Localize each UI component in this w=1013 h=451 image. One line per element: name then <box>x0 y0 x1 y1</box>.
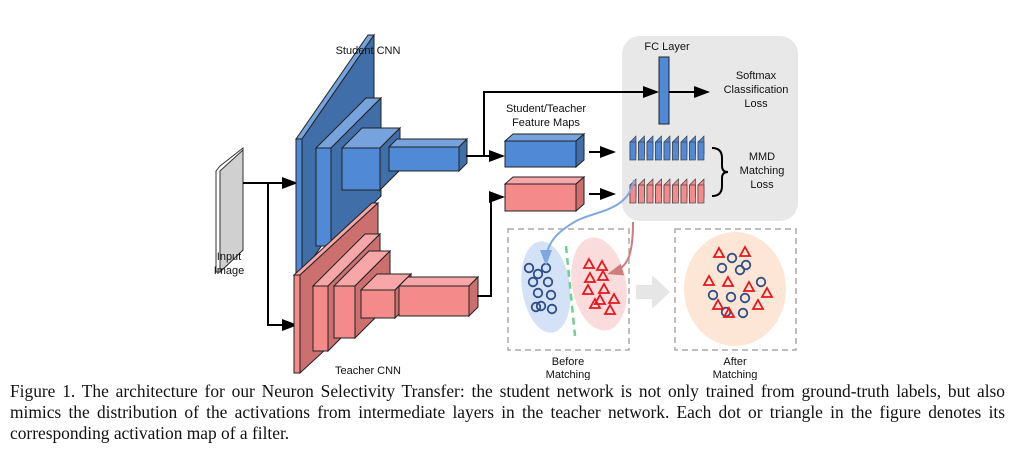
mmd-brace <box>711 147 729 197</box>
triangle-marker <box>760 286 774 298</box>
teacher-activation-map-face <box>697 184 705 204</box>
teacher-activation-map-face <box>672 184 679 204</box>
circle-marker <box>725 291 737 303</box>
circle-marker <box>546 303 558 315</box>
student-to-fc-arrow <box>466 86 659 157</box>
circle-marker <box>527 276 539 288</box>
teacher-cnn <box>292 201 480 375</box>
teacher-cluster <box>571 237 627 331</box>
transition-arrow <box>636 275 670 309</box>
triangle-marker <box>581 283 595 295</box>
student-cnn <box>295 33 469 276</box>
student-feature-map <box>503 132 586 169</box>
student-cnn-label: Student CNN <box>336 45 401 57</box>
before-matching-panel <box>507 228 630 351</box>
circle-marker <box>739 292 751 304</box>
before-markers <box>523 257 621 315</box>
teacher-cnn-label: Teacher CNN <box>335 365 401 377</box>
student-activation-map-face <box>663 141 671 161</box>
teacher-activation-stack <box>629 178 705 204</box>
triangle-marker <box>711 298 725 310</box>
figure-caption: Figure 1. The architecture for our Neuro… <box>10 381 1005 444</box>
triangle-marker <box>607 292 621 304</box>
student-activation-map-face <box>638 141 645 161</box>
circle-marker <box>737 307 749 319</box>
student-conv-4 <box>387 137 469 173</box>
circle-marker <box>755 276 767 288</box>
caption-line-1: Figure 1. The architecture for our Neuro… <box>10 381 1005 401</box>
triangle-marker <box>597 282 611 294</box>
teacher-activation-map-face <box>680 184 688 204</box>
student-activation-stack <box>629 135 705 161</box>
circle-marker <box>734 264 746 276</box>
triangle-marker <box>582 257 596 269</box>
fc-layer-bar <box>658 56 670 125</box>
triangle-marker <box>593 293 607 305</box>
triangle-marker <box>722 306 736 318</box>
circle-marker <box>523 262 535 274</box>
teacher-activation-link <box>607 221 634 276</box>
circle-marker <box>740 259 752 271</box>
student-activation-map-face <box>629 141 637 161</box>
triangle-marker <box>702 274 716 286</box>
student-activation-map-face <box>646 141 654 161</box>
student-activation-map-face <box>697 141 705 161</box>
triangle-marker <box>742 280 756 292</box>
triangle-marker <box>595 259 609 271</box>
after-markers <box>702 245 774 319</box>
decision-boundary <box>564 245 577 337</box>
merged-cluster <box>684 232 786 346</box>
teacher-feature-map <box>503 175 586 213</box>
circle-marker <box>535 300 547 312</box>
triangle-marker <box>588 297 602 309</box>
circle-marker <box>726 252 738 264</box>
caption-line-3: corresponding activation map of a filter… <box>10 423 290 443</box>
teacher-to-featuremap-arrow <box>477 191 505 297</box>
after-matching-panel <box>674 228 797 351</box>
teacher-conv-5 <box>397 275 480 318</box>
fc-layer-label: FC Layer <box>644 41 690 53</box>
input-to-teacher-arrow <box>267 183 298 331</box>
triangle-marker <box>583 271 597 283</box>
student-activation-map-face <box>655 141 662 161</box>
circle-marker <box>530 301 542 313</box>
student-activation-link <box>540 179 635 266</box>
input-image-icon <box>215 146 244 274</box>
triangle-marker <box>738 245 752 257</box>
circle-marker <box>542 276 554 288</box>
student-activation-map-face <box>680 141 688 161</box>
teacher-activation-map-face <box>663 184 671 204</box>
caption-line-2: mimics the distribution of the activatio… <box>10 402 1005 422</box>
student-activation-map-face <box>689 141 696 161</box>
circle-marker <box>532 287 544 299</box>
triangle-marker <box>603 303 617 315</box>
triangle-marker <box>712 246 726 258</box>
teacher-activation-map-face <box>655 184 662 204</box>
triangle-marker <box>596 269 610 281</box>
circle-marker <box>545 289 557 301</box>
student-activation-map-face <box>672 141 679 161</box>
teacher-activation-map-face <box>689 184 696 204</box>
triangle-marker <box>751 298 765 310</box>
teacher-activation-map-face <box>638 184 645 204</box>
circle-marker <box>532 268 544 280</box>
triangle-marker <box>721 275 735 287</box>
teacher-activation-map-face <box>646 184 654 204</box>
circle-marker <box>716 262 728 274</box>
circle-marker <box>707 289 719 301</box>
